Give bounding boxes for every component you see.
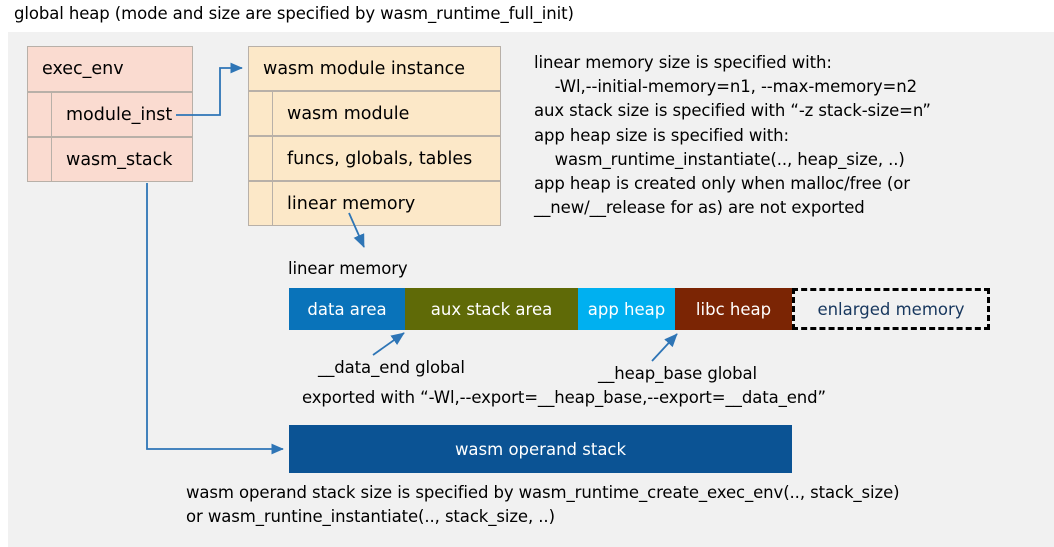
exec-env-header: exec_env (27, 46, 193, 92)
memory-segment-app-heap: app heap (578, 288, 675, 330)
exec-env-header-label: exec_env (42, 59, 124, 79)
memory-segment-data-area-label: data area (307, 299, 387, 319)
linear-memory-caption: linear memory (288, 259, 408, 278)
indent-rule (272, 137, 273, 180)
memory-segment-aux-stack-area: aux stack area (405, 288, 578, 330)
exec-env-row-wasm-stack-label: wasm_stack (66, 149, 173, 170)
module-instance-row-linear-memory: linear memory (248, 181, 501, 226)
operand-stack-notes: wasm operand stack size is specified by … (186, 483, 900, 527)
module-instance-header-label: wasm module instance (263, 58, 466, 79)
exec-env-row-wasm-stack: wasm_stack (27, 137, 193, 182)
module-instance-row-wasm-module-label: wasm module (287, 103, 410, 124)
module-instance-row-funcs-globals-tables: funcs, globals, tables (248, 136, 501, 181)
memory-segment-aux-stack-area-label: aux stack area (430, 299, 553, 319)
module-instance-row-linear-memory-label: linear memory (287, 193, 416, 214)
indent-rule (272, 182, 273, 225)
module-instance-header: wasm module instance (248, 46, 501, 91)
memory-segment-enlarged-memory: enlarged memory (792, 288, 990, 330)
indent-rule (51, 138, 52, 181)
wasm-operand-stack-box: wasm operand stack (289, 425, 792, 473)
annotation-heap-base: __heap_base global (598, 364, 758, 383)
memory-segment-libc-heap: libc heap (675, 288, 792, 330)
annotation-exported-with: exported with “-Wl,--export=__heap_base,… (302, 388, 826, 407)
wasm-operand-stack-label: wasm operand stack (454, 439, 627, 459)
annotation-data-end: __data_end global (318, 358, 465, 377)
indent-rule (272, 92, 273, 135)
configuration-notes: linear memory size is specified with: -W… (534, 53, 931, 218)
memory-segment-data-area: data area (289, 288, 405, 330)
module-instance-row-wasm-module: wasm module (248, 91, 501, 136)
exec-env-row-module-inst-label: module_inst (66, 104, 173, 125)
exec-env-row-module-inst: module_inst (27, 92, 193, 137)
memory-segment-enlarged-memory-label: enlarged memory (817, 299, 965, 319)
memory-segment-libc-heap-label: libc heap (695, 299, 772, 319)
page-title: global heap (mode and size are specified… (14, 4, 574, 23)
indent-rule (51, 93, 52, 136)
memory-segment-app-heap-label: app heap (587, 299, 666, 319)
module-instance-row-funcs-globals-tables-label: funcs, globals, tables (287, 148, 473, 169)
